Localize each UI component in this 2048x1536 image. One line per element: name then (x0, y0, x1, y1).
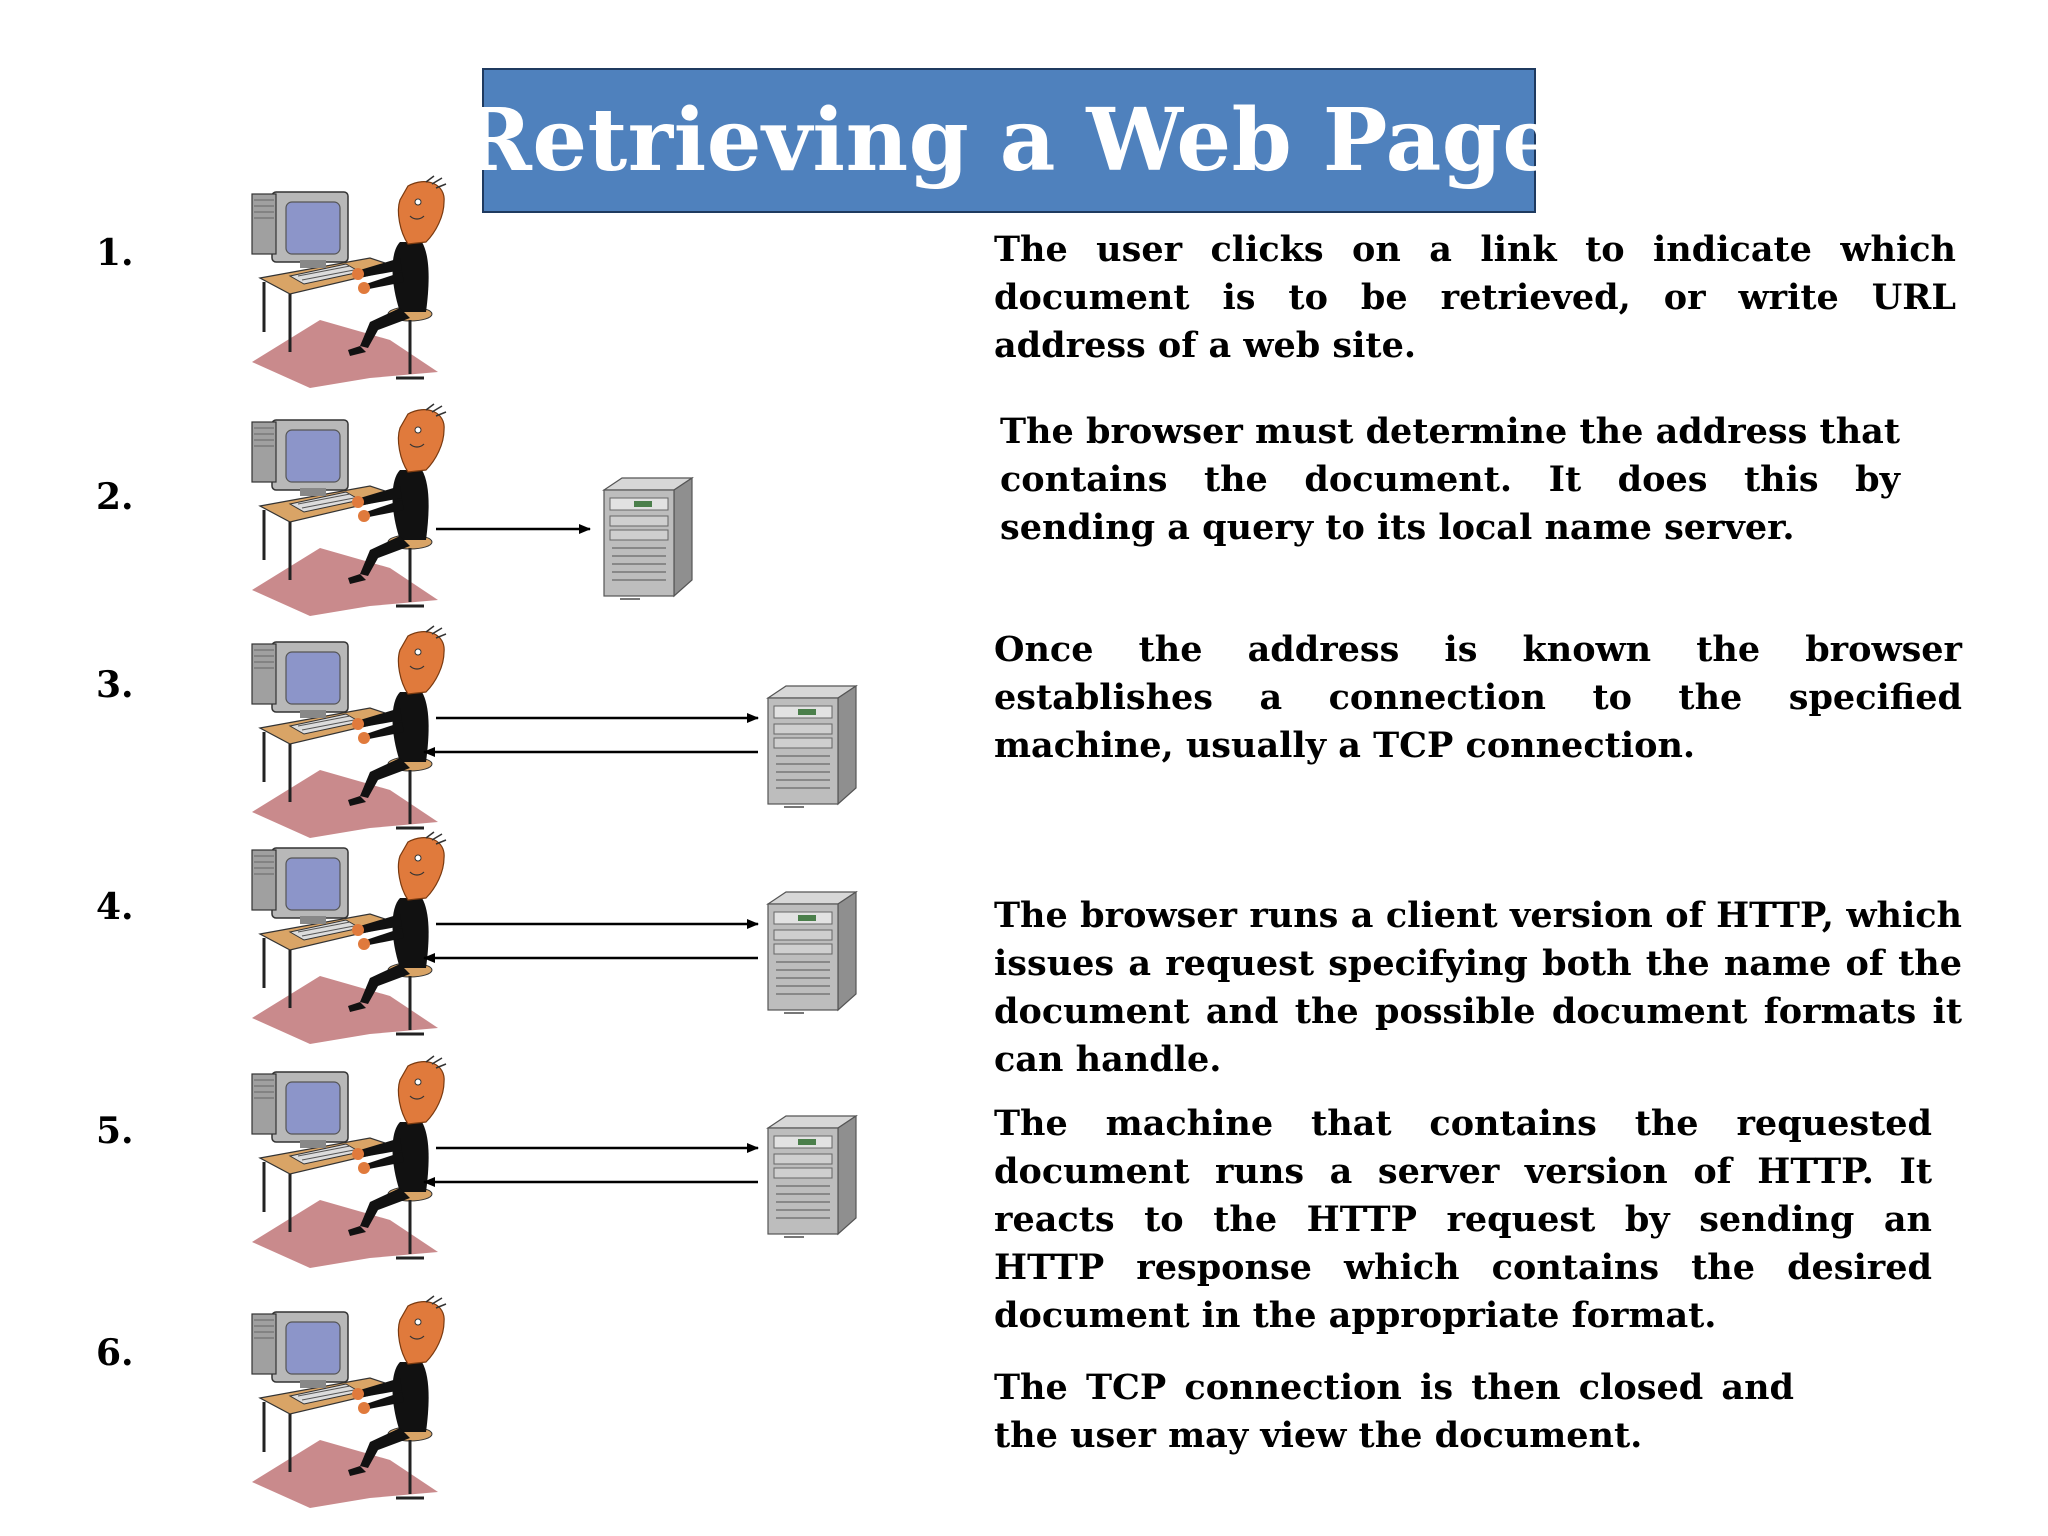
server-tower-icon (767, 685, 857, 809)
step-number-2: 2. (96, 476, 134, 518)
step-number-1: 1. (96, 232, 134, 274)
person-at-computer-icon (250, 830, 448, 1046)
person-at-computer-icon (250, 402, 448, 618)
step-number-5: 5. (96, 1110, 134, 1152)
person-at-computer-icon (250, 174, 448, 390)
slide-title: Retrieving a Web Page (460, 90, 1558, 191)
step-number-6: 6. (96, 1332, 134, 1374)
server-tower-icon (767, 891, 857, 1015)
step-number-4: 4. (96, 886, 134, 928)
title-banner: Retrieving a Web Page (460, 68, 1557, 213)
person-at-computer-icon (250, 1054, 448, 1270)
step-number-3: 3. (96, 664, 134, 706)
server-tower-icon (767, 1115, 857, 1239)
step-description-1: The user clicks on a link to indicate wh… (994, 229, 1956, 366)
server-tower-icon (603, 477, 693, 601)
step-description-6: The TCP connection is then closed and th… (994, 1367, 1794, 1456)
step-description-5: The machine that contains the requested … (994, 1103, 1932, 1336)
person-at-computer-icon (250, 1294, 448, 1510)
person-at-computer-icon (250, 624, 448, 840)
step-description-3: Once the address is known the browser es… (994, 629, 1962, 766)
step-description-4: The browser runs a client version of HTT… (994, 895, 1962, 1080)
step-description-2: The browser must determine the address t… (1000, 411, 1900, 548)
